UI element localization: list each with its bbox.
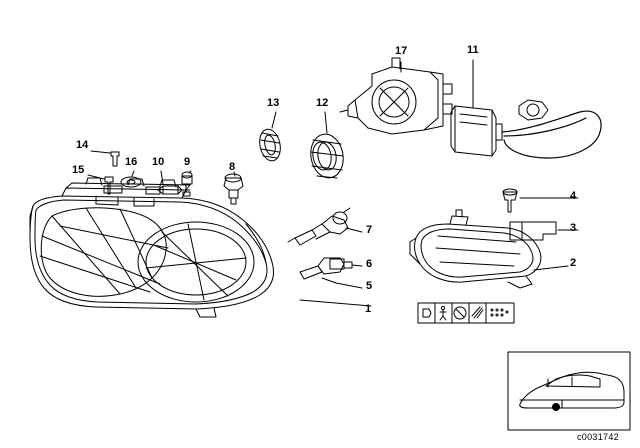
- callout-1: 1: [365, 303, 372, 315]
- part-4-screw: [502, 188, 518, 213]
- callout-8: 8: [229, 161, 236, 173]
- part-15-clip: [104, 176, 114, 195]
- callout-17: 17: [395, 45, 408, 57]
- part-2-carrier: [409, 209, 569, 289]
- part-8-bulb-holder: [223, 173, 244, 205]
- callout-6: 6: [366, 258, 373, 270]
- legend-box: [417, 302, 515, 324]
- vehicle-thumbnail: [507, 351, 631, 431]
- callout-12: 12: [316, 97, 329, 109]
- callout-9: 9: [184, 156, 191, 168]
- callout-11: 11: [467, 44, 479, 56]
- headlight-assembly: [29, 177, 274, 318]
- part-16-washer: [120, 176, 142, 188]
- callout-14: 14: [76, 139, 89, 151]
- part-3-bracket: [509, 221, 557, 241]
- diagram-part-number: c0031742: [577, 432, 619, 442]
- part-11-control-module: [450, 59, 602, 159]
- callout-10: 10: [152, 156, 165, 168]
- part-7-bulb: [287, 207, 363, 246]
- part-14-screw: [110, 151, 120, 167]
- callout-15: 15: [72, 164, 85, 176]
- part-17-actuator: [339, 57, 453, 135]
- callout-3: 3: [570, 222, 577, 234]
- callout-16: 16: [125, 156, 138, 168]
- callout-5: 5: [366, 280, 373, 292]
- part-5-leader: [321, 277, 363, 289]
- callout-13: 13: [267, 97, 280, 109]
- part-12-ring: [310, 133, 344, 179]
- part-9-socket: [181, 171, 193, 197]
- callout-4: 4: [570, 190, 577, 202]
- callout-2: 2: [570, 257, 577, 269]
- callout-7: 7: [366, 224, 373, 236]
- part-6-socket: [299, 257, 363, 280]
- part-13-ring: [259, 128, 281, 162]
